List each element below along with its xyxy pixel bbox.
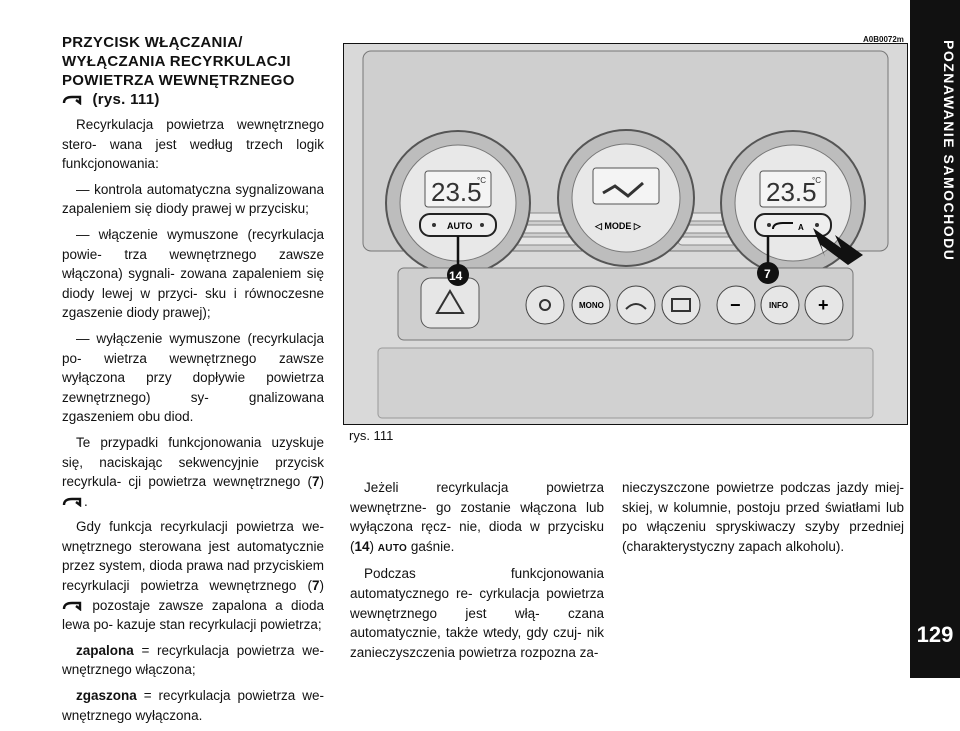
paragraph-7-text: = recyrkulacja powietrza we- wnętrznego …	[62, 642, 324, 678]
left-column: PRZYCISK WŁĄCZANIA/ WYŁĄCZANIA RECYRKULA…	[62, 33, 324, 731]
pointer-arrow	[813, 228, 863, 265]
center-mode-dial: ◁ MODE ▷	[557, 129, 695, 267]
left-temp-unit: °C	[477, 176, 486, 185]
minus-button	[716, 285, 756, 325]
auto-term: AUTO	[377, 542, 408, 554]
paragraph-8: zgaszona = recyrkulacja powietrza we- wn…	[62, 686, 324, 725]
ref-7: 7	[311, 474, 320, 490]
middle-column: Jeżeli recyrkulacja powietrza wewnętrzne…	[350, 478, 604, 668]
right-temp-display: 23.5	[766, 177, 817, 207]
recirculation-icon	[62, 95, 82, 106]
page-number: 129	[916, 622, 954, 647]
callout-7	[757, 262, 779, 284]
mono-button	[571, 285, 611, 325]
hazard-button	[420, 277, 480, 329]
rear-defrost-icon	[671, 298, 691, 312]
heading-line-3: POWIETRZA WEWNĘTRZNEGO	[62, 72, 295, 89]
paragraph-6-end: pozostaje zawsze zapalona a dioda lewa p…	[62, 597, 324, 633]
paragraph-2: — kontrola automatyczna sygnalizowana za…	[62, 181, 324, 217]
info-button	[760, 285, 800, 325]
paragraph-6-text: Gdy funkcja recyrkulacji powietrza we- w…	[62, 519, 324, 594]
right-temperature-dial: 23.5 °C A	[720, 130, 866, 276]
mode-label: ◁ MODE ▷	[594, 221, 642, 231]
paragraph-5-end: .	[84, 493, 88, 509]
auto-led-label: A	[798, 223, 804, 232]
right-paragraph-1: nieczyszczone powietrze podczas jazdy mi…	[622, 480, 904, 554]
callout-7-label: 7	[764, 267, 771, 281]
auto-button-label: AUTO	[447, 221, 472, 231]
ref-14: 14	[354, 538, 370, 554]
paragraph-5-text: Te przypadki funkcjonowania uzyskuje się…	[62, 434, 324, 490]
heading-figure-ref: (rys. 111)	[92, 91, 160, 108]
airflow-icon	[602, 181, 644, 198]
callout-14	[447, 264, 469, 286]
recirculation-icon	[62, 497, 82, 508]
info-label: INFO	[769, 301, 788, 310]
term-on: zapalona	[76, 642, 134, 658]
paragraph-7: zapalona = recyrkulacja powietrza we- wn…	[62, 641, 324, 680]
hazard-icon	[435, 289, 465, 314]
right-column: nieczyszczone powietrze podczas jazdy mi…	[622, 478, 904, 562]
sidebar-band	[910, 0, 960, 678]
lower-housing	[377, 347, 874, 419]
mono-label: MONO	[579, 301, 604, 310]
mid-paragraph-1-end: gaśnie.	[407, 538, 455, 554]
left-temperature-dial: 23.5 °C AUTO	[385, 130, 531, 276]
front-defrost-icon	[625, 303, 647, 310]
ref-7: 7	[311, 578, 320, 594]
term-off: zgaszona	[76, 688, 137, 704]
callout-14-label: 14	[449, 269, 463, 283]
mid-paragraph-1-text: Jeżeli recyrkulacja powietrza wewnętrzne…	[350, 480, 604, 554]
plus-label: +	[818, 295, 829, 315]
climate-panel-figure: 23.5 °C AUTO ◁ MODE ▷ 23.5 °C A MONO	[343, 43, 908, 425]
recirculation-icon	[62, 601, 82, 612]
heading-line-1: PRZYCISK WŁĄCZANIA/	[62, 34, 243, 51]
heading-line-2: WYŁĄCZANIA RECYRKULACJI	[62, 53, 291, 70]
paragraph-4: — wyłączenie wymuszone (recyrkulacja po-…	[62, 330, 324, 425]
mid-paragraph-2: Podczas funkcjonowania automatycznego re…	[350, 566, 604, 660]
rear-defrost-button	[661, 285, 701, 325]
section-heading: PRZYCISK WŁĄCZANIA/ WYŁĄCZANIA RECYRKULA…	[62, 33, 324, 109]
paragraph-6: Gdy funkcja recyrkulacji powietrza we- w…	[62, 519, 324, 633]
mid-paragraph-1: Jeżeli recyrkulacja powietrza wewnętrzne…	[350, 480, 604, 554]
plus-button	[804, 285, 844, 325]
paragraph-3: — włączenie wymuszone (recyrkulacja powi…	[62, 226, 324, 321]
button-row: MONO − INFO +	[525, 285, 844, 325]
figure-caption: rys. 111	[349, 428, 394, 443]
recirculation-button-icon	[772, 222, 793, 230]
right-temp-unit: °C	[812, 176, 821, 185]
figure-code: A0B0072m	[863, 35, 904, 44]
paragraph-5: Te przypadki funkcjonowania uzyskuje się…	[62, 434, 324, 509]
minus-label: −	[730, 295, 741, 315]
sidebar-title: POZNAWANIE SAMOCHODU	[941, 40, 957, 262]
left-temp-display: 23.5	[431, 177, 482, 207]
ac-button	[525, 285, 565, 325]
paragraph-1: Recyrkulacja powietrza wewnętrznego ster…	[62, 117, 324, 172]
